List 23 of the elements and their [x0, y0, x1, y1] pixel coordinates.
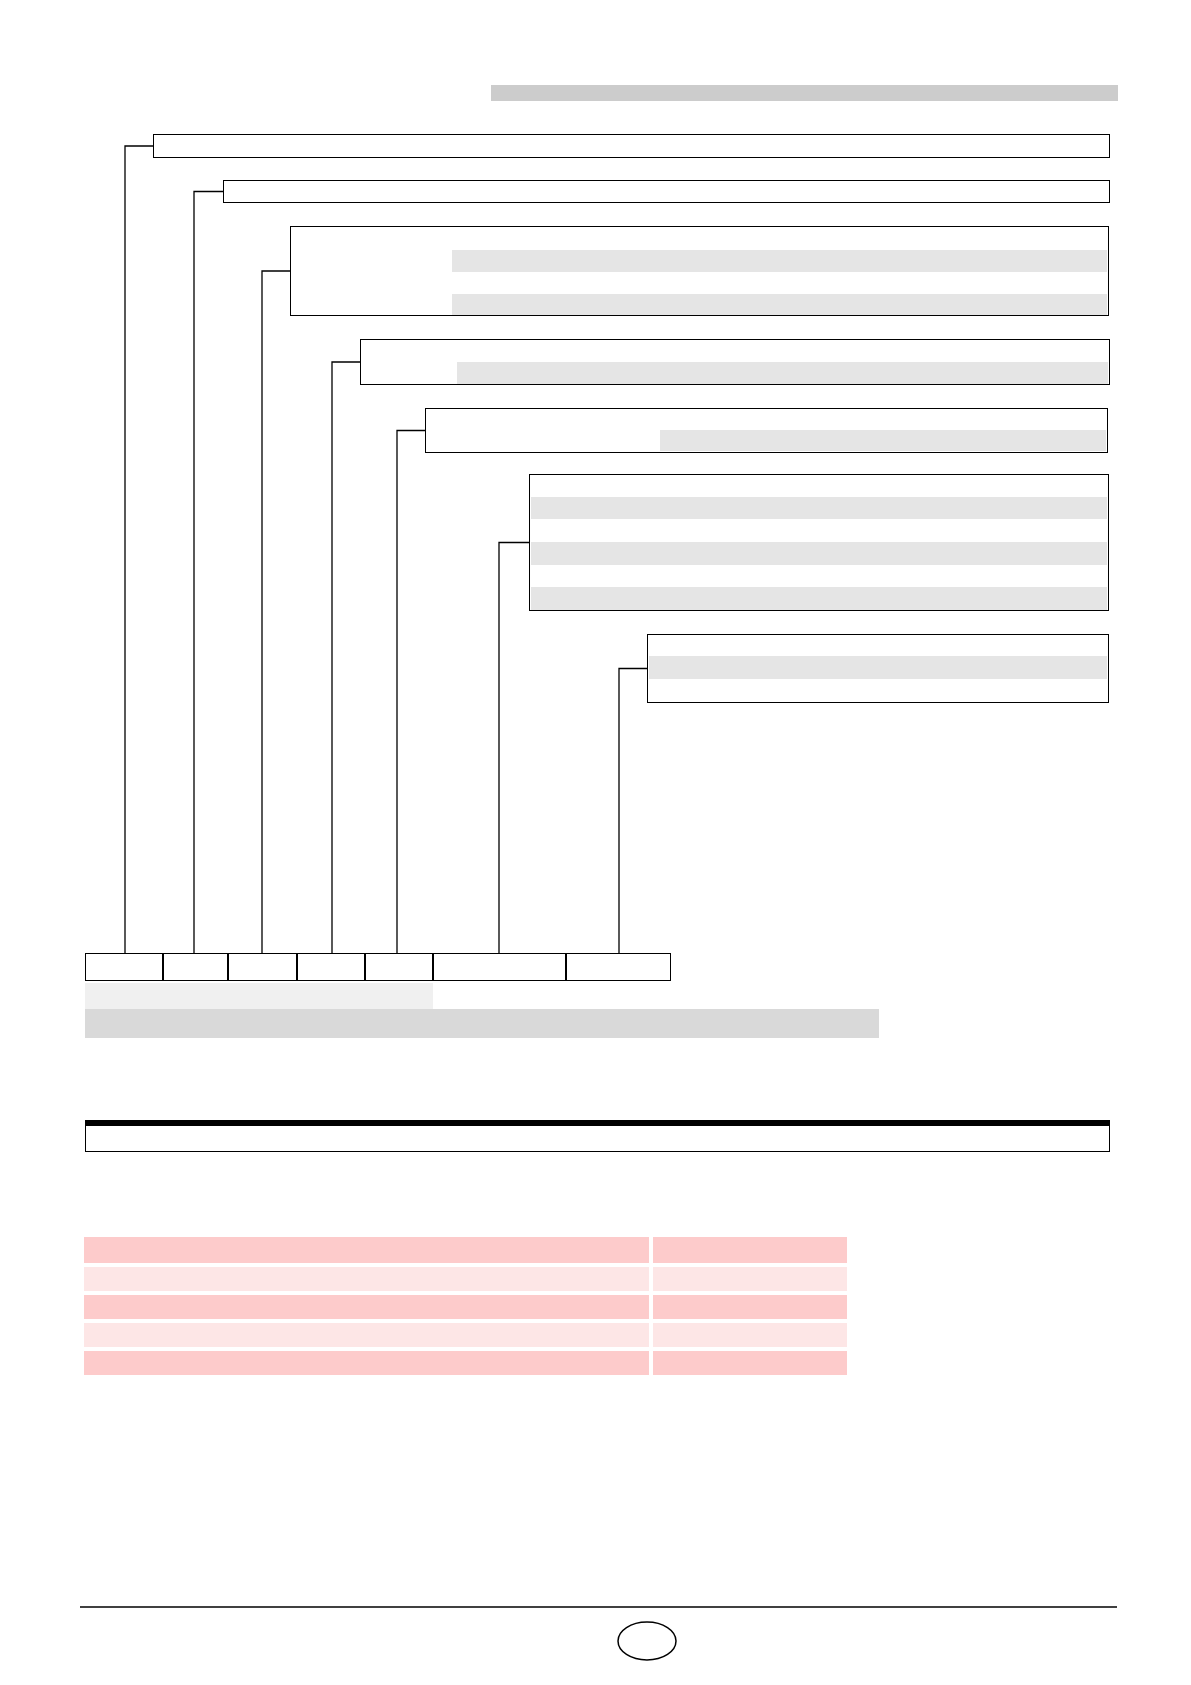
code-cell [297, 953, 365, 981]
code-cell [365, 953, 433, 981]
code-cell [85, 953, 163, 981]
leader-line [261, 270, 291, 954]
explanation-box [529, 474, 1109, 611]
leader-line [124, 145, 154, 954]
leader-line [618, 667, 648, 954]
leader-line [396, 429, 426, 954]
explanation-box [223, 180, 1110, 203]
code-cell [228, 953, 297, 981]
code-cell [433, 953, 566, 981]
explanation-box [360, 339, 1110, 385]
leader-line [498, 541, 530, 954]
explanation-box [290, 226, 1109, 316]
leader-line [193, 190, 224, 954]
leader-line [331, 361, 361, 954]
code-cell [566, 953, 671, 981]
explanation-box [153, 134, 1110, 158]
section-band [85, 1120, 1110, 1152]
heading-bar [491, 85, 1118, 101]
code-cell [163, 953, 228, 981]
explanation-box [647, 634, 1109, 703]
explanation-box [425, 408, 1108, 453]
